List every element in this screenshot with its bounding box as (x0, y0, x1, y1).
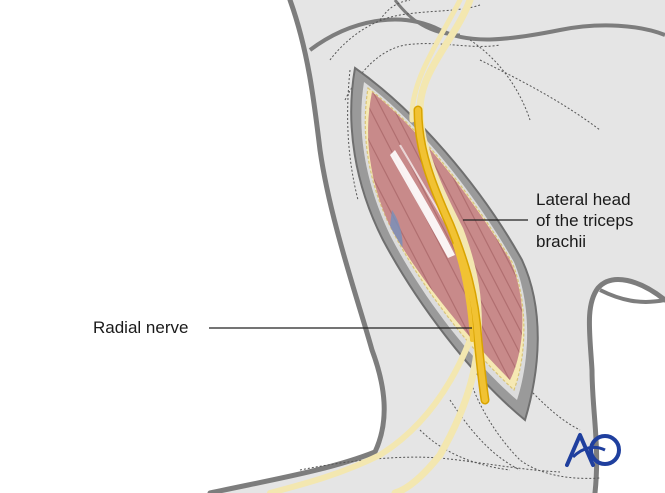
arm-outline (207, 0, 387, 493)
arm-inner-outline (586, 277, 665, 493)
radial-nerve-label: Radial nerve (93, 318, 189, 337)
nerves (267, 0, 490, 493)
elbow-crease (599, 288, 665, 304)
shoulder-fold (308, 17, 665, 52)
lateral-head-triceps-label: Lateral head of the triceps brachii (536, 190, 634, 251)
blood-vessel (390, 210, 403, 252)
ao-foundation-logo (565, 429, 625, 469)
